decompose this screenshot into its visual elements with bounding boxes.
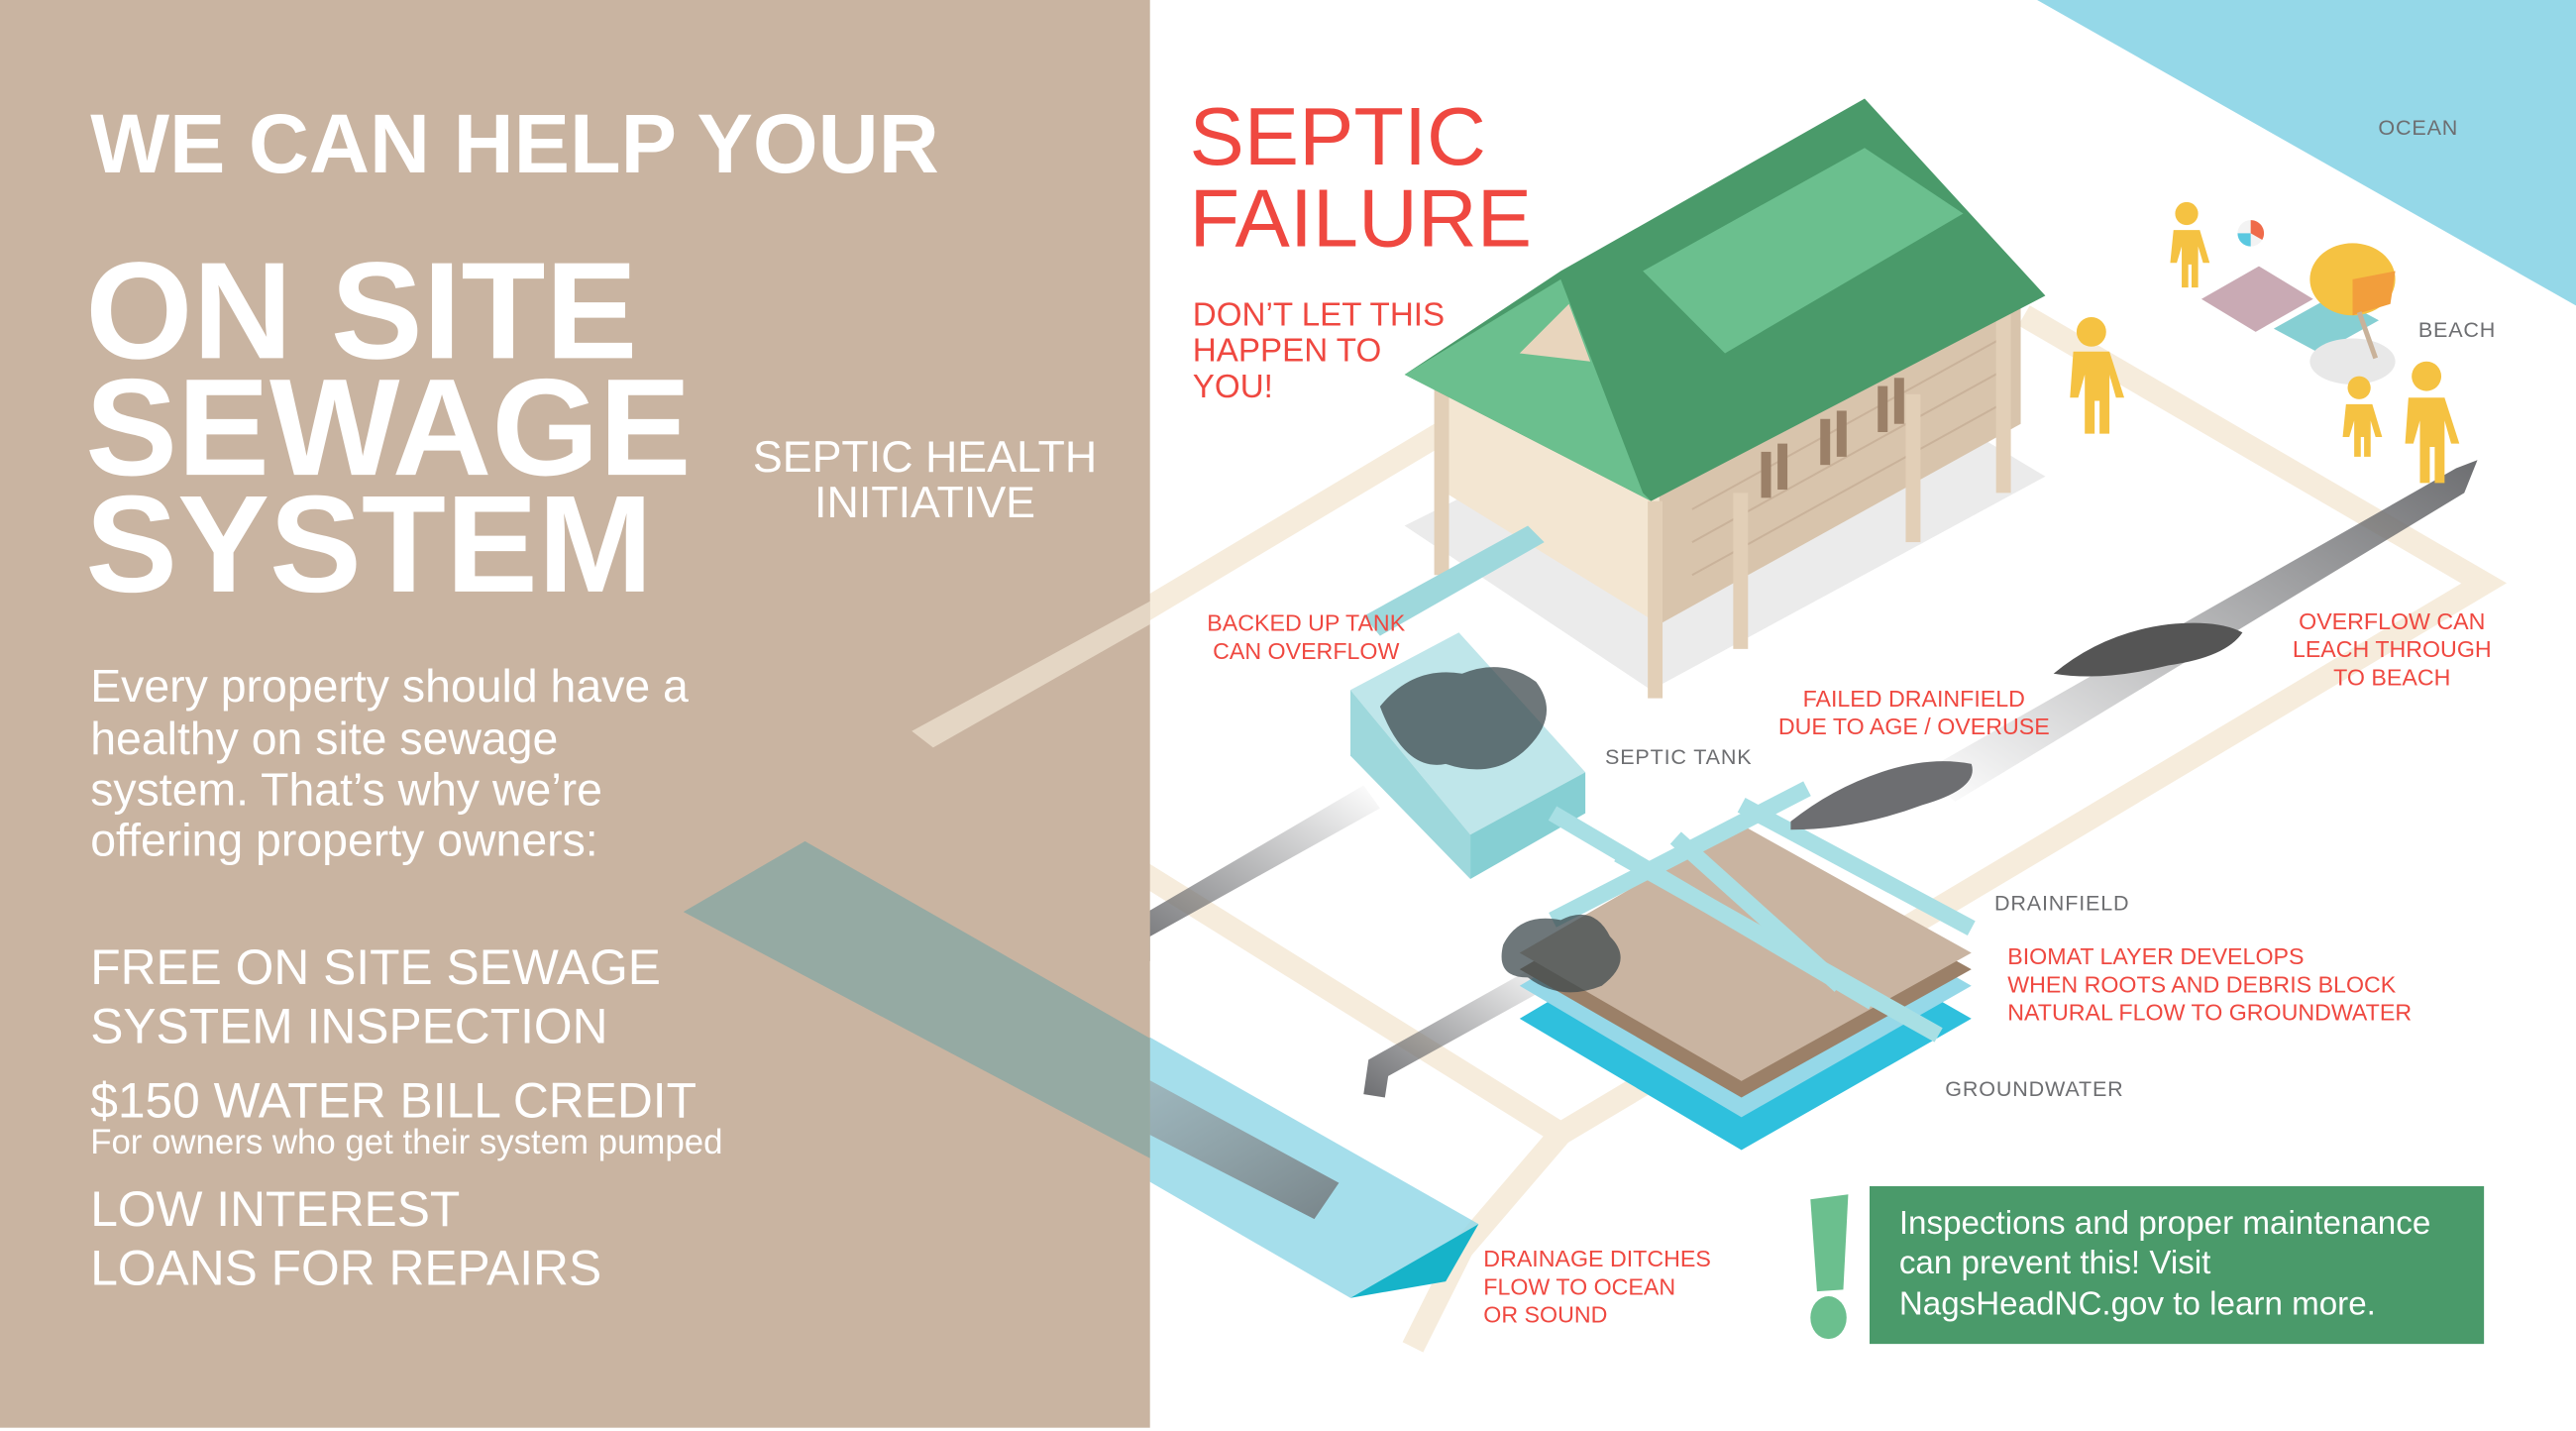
- intro-line-4: offering property owners:: [90, 815, 598, 866]
- offer-loans-2: LOANS FOR REPAIRS: [90, 1240, 601, 1295]
- callout-ditches-1: DRAINAGE DITCHES: [1483, 1246, 1711, 1271]
- callout-ditches-2: FLOW TO OCEAN: [1483, 1273, 1675, 1299]
- intro-line-2: healthy on site sewage: [90, 713, 558, 764]
- exclamation-icon: [1810, 1194, 1849, 1340]
- offer-loans-1: LOW INTEREST: [90, 1181, 460, 1237]
- cta-line-1: Inspections and proper maintenance: [1899, 1205, 2430, 1242]
- drainfield-icon: [1501, 781, 1976, 1151]
- offer-credit-note: For owners who get their system pumped: [90, 1123, 722, 1161]
- diagram-subtitle-3: YOU!: [1193, 369, 1273, 405]
- person-icon: [2070, 201, 2460, 484]
- roof-light-right: [1643, 148, 1964, 354]
- headline-line-1: ON SITE: [85, 233, 637, 387]
- callout-failed-drainfield-2: DUE TO AGE / OVERUSE: [1778, 714, 2050, 739]
- roof-light-left: [1404, 278, 1652, 501]
- offer-inspection-1: FREE ON SITE SEWAGE: [90, 939, 661, 995]
- callout-failed-drainfield-1: FAILED DRAINFIELD: [1803, 686, 2025, 712]
- label-groundwater: GROUNDWATER: [1945, 1076, 2123, 1101]
- offer-credit: $150 WATER BILL CREDIT: [90, 1072, 697, 1128]
- diagram-title-2: FAILURE: [1190, 172, 1533, 265]
- intro-line-3: system. That’s why we’re: [90, 763, 602, 815]
- house-icon: [1404, 98, 2046, 699]
- cta-line-2: can prevent this! Visit: [1899, 1245, 2211, 1281]
- intro-line-1: Every property should have a: [90, 660, 689, 712]
- pipe-from-tank: [1127, 785, 1380, 961]
- diagram-subtitle-2: HAPPEN TO: [1193, 333, 1381, 370]
- drainfield-overflow-blob: [1790, 761, 1973, 830]
- kicker-heading: WE CAN HELP YOUR: [90, 96, 939, 190]
- diagram-subtitle-1: DON’T LET THIS: [1193, 296, 1445, 333]
- initiative-line-2: INITIATIVE: [814, 478, 1035, 527]
- diagram-title-1: SEPTIC: [1190, 90, 1486, 182]
- offer-inspection-2: SYSTEM INSPECTION: [90, 999, 607, 1054]
- cta-line-3: NagsHeadNC.gov to learn more.: [1899, 1285, 2376, 1322]
- label-beach: BEACH: [2418, 317, 2496, 342]
- sewage-overflow-blob: [1379, 667, 1548, 770]
- callout-biomat-2: WHEN ROOTS AND DEBRIS BLOCK: [2007, 971, 2396, 997]
- callout-biomat-3: NATURAL FLOW TO GROUNDWATER: [2007, 1000, 2412, 1026]
- pipe-from-drainfield: [1363, 960, 1557, 1098]
- cta-box: [1869, 1185, 2485, 1345]
- callout-backed-up-1: BACKED UP TANK: [1207, 610, 1405, 636]
- septic-tank-icon: [1350, 525, 1586, 879]
- beach-towel-icon: [2200, 266, 2313, 332]
- biomat-blob: [1501, 914, 1621, 993]
- beach-leach-blob: [2053, 622, 2243, 677]
- ocean-area: [2037, 0, 2576, 306]
- beach-scene: [2200, 220, 2396, 385]
- callout-backed-up-2: CAN OVERFLOW: [1213, 638, 1399, 664]
- label-septic-tank: SEPTIC TANK: [1605, 744, 1752, 769]
- headline-line-3: SYSTEM: [85, 467, 653, 621]
- path-overlay: [912, 601, 1150, 748]
- callout-overflow-beach-2: LEACH THROUGH: [2293, 636, 2492, 662]
- initiative-line-1: SEPTIC HEALTH: [753, 432, 1097, 482]
- headline-line-2: SEWAGE: [85, 350, 691, 504]
- callout-biomat-1: BIOMAT LAYER DEVELOPS: [2007, 943, 2304, 969]
- callout-ditches-3: OR SOUND: [1483, 1302, 1607, 1328]
- callout-overflow-beach-1: OVERFLOW CAN: [2299, 608, 2485, 634]
- callout-overflow-beach-3: TO BEACH: [2333, 664, 2450, 690]
- label-drainfield: DRAINFIELD: [1994, 890, 2129, 915]
- ditch-overlay: [683, 840, 1150, 1158]
- label-ocean: OCEAN: [2378, 115, 2458, 140]
